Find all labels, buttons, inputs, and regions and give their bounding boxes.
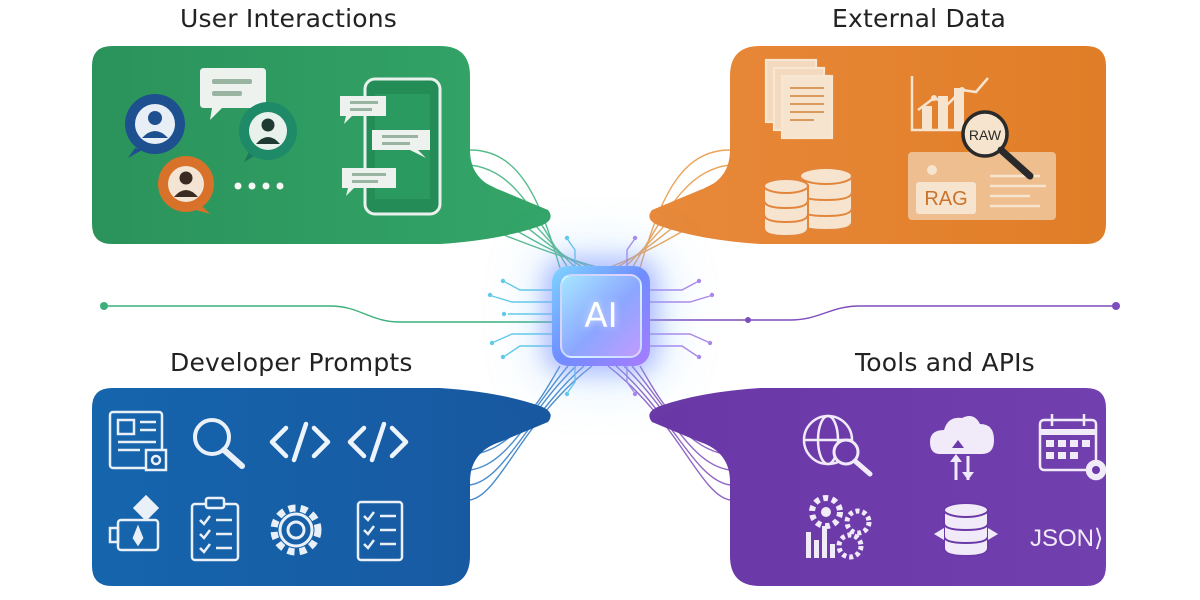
magnifier-raw-icon: RAW (961, 110, 1034, 180)
rag-label: RAG (924, 188, 967, 210)
gear-icon (270, 504, 322, 556)
json-icon: JSON⟩ (1030, 525, 1103, 552)
plugin-icon (108, 494, 160, 552)
ai-chip-core: AI (560, 274, 642, 358)
user-avatar-teal-icon (239, 102, 297, 162)
typing-dots-icon (234, 182, 284, 190)
rag-card-icon: RAG (908, 152, 1056, 220)
code-tags-icon-2 (347, 421, 409, 463)
newspaper-icon (108, 410, 168, 472)
phone-chat-icon (340, 77, 442, 216)
code-tags-icon (269, 421, 331, 463)
chat-bubble-icon (200, 68, 266, 120)
user-interactions-title: User Interactions (180, 4, 397, 33)
database-sync-icon (934, 502, 998, 558)
cloud-sync-icon (930, 416, 994, 480)
tools-and-apis-title: Tools and APIs (855, 348, 1035, 377)
developer-prompts-title: Developer Prompts (170, 348, 413, 377)
search-icon (193, 418, 245, 469)
external-data-title: External Data (832, 4, 1006, 33)
globe-search-icon (802, 414, 873, 477)
raw-label: RAW (969, 127, 1002, 143)
calendar-icon (1038, 414, 1107, 481)
gears-chart-icon (806, 495, 872, 560)
clipboard-checklist-icon (190, 496, 240, 562)
user-avatar-orange-icon (158, 156, 214, 214)
ai-chip: AI (552, 266, 650, 366)
ai-label: AI (584, 296, 618, 336)
database-icon (763, 167, 853, 238)
json-label: JSON⟩ (1030, 525, 1103, 552)
user-avatar-blue-icon (125, 94, 185, 158)
documents-stack-icon (764, 58, 834, 140)
checklist-icon (356, 500, 404, 562)
tools-and-apis-panel (649, 388, 1106, 586)
